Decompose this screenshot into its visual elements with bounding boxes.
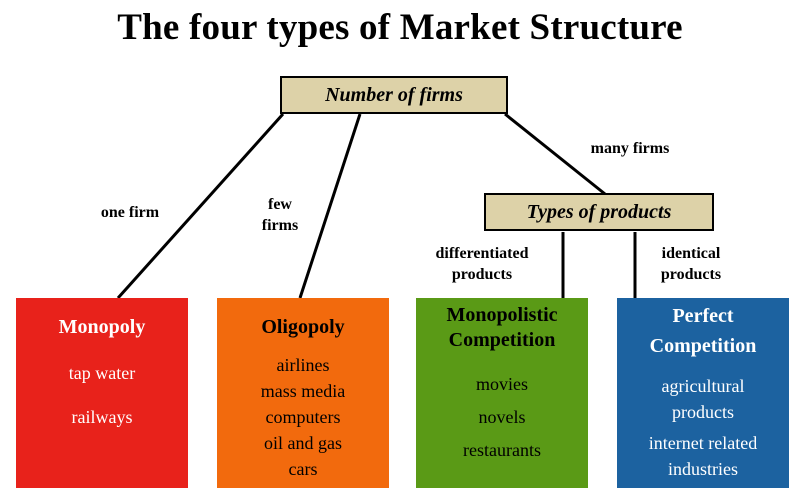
perfect-example: agricultural <box>661 376 745 396</box>
branch-label-identical: identical products <box>640 243 742 285</box>
oligopoly-example: oil and gas <box>264 433 342 453</box>
branch-label-identical-line2: products <box>660 266 722 283</box>
perfect-example: internet related <box>648 433 758 453</box>
monopolistic-example: restaurants <box>463 440 541 460</box>
oligopoly-example: airlines <box>276 355 330 375</box>
oligopoly-example: computers <box>265 407 341 427</box>
perfect-example: industries <box>668 459 738 479</box>
branch-label-few-line2: firms <box>261 217 299 234</box>
oligopoly-example: mass media <box>260 381 346 401</box>
branch-label-many-firms: many firms <box>590 140 670 157</box>
monopolistic-competition-box: Monopolistic Competition movies novels r… <box>416 298 588 488</box>
number-of-firms-box: Number of firms <box>280 76 508 114</box>
perfect-title-line2: Competition <box>649 335 757 357</box>
branch-label-differentiated: differentiated products <box>412 243 552 285</box>
page-title: The four types of Market Structure <box>117 7 683 48</box>
types-of-products-box: Types of products <box>484 193 714 231</box>
perfect-title-line1: Perfect <box>672 305 734 327</box>
monopoly-example: tap water <box>68 363 136 383</box>
oligopoly-example: cars <box>288 459 318 479</box>
monopolistic-title-line1: Monopolistic <box>446 304 558 326</box>
perfect-competition-box: Perfect Competition agricultural product… <box>617 298 789 488</box>
monopolistic-title-line2: Competition <box>448 329 556 351</box>
branch-label-few-line1: few <box>268 196 292 213</box>
number-of-firms-label: Number of firms <box>325 83 463 106</box>
oligopoly-title: Oligopoly <box>261 316 345 338</box>
monopoly-box: Monopoly tap water railways <box>16 298 188 488</box>
branch-label-one-firm: one firm <box>100 204 160 221</box>
branch-label-differentiated-line2: products <box>451 266 513 283</box>
types-of-products-label: Types of products <box>526 200 672 223</box>
monopolistic-example: novels <box>478 407 526 427</box>
branch-label-few-firms: few firms <box>245 194 315 236</box>
perfect-example: products <box>672 402 734 422</box>
monopoly-title: Monopoly <box>58 316 146 338</box>
monopoly-example: railways <box>71 407 133 427</box>
connector-one-firm <box>116 112 285 300</box>
monopolistic-example: movies <box>476 374 528 394</box>
oligopoly-box: Oligopoly airlines mass media computers … <box>217 298 389 488</box>
branch-label-identical-line1: identical <box>661 245 721 262</box>
branch-label-differentiated-line1: differentiated <box>435 245 529 262</box>
connector-few-firms <box>298 113 362 299</box>
connector-many-firms <box>504 112 606 196</box>
